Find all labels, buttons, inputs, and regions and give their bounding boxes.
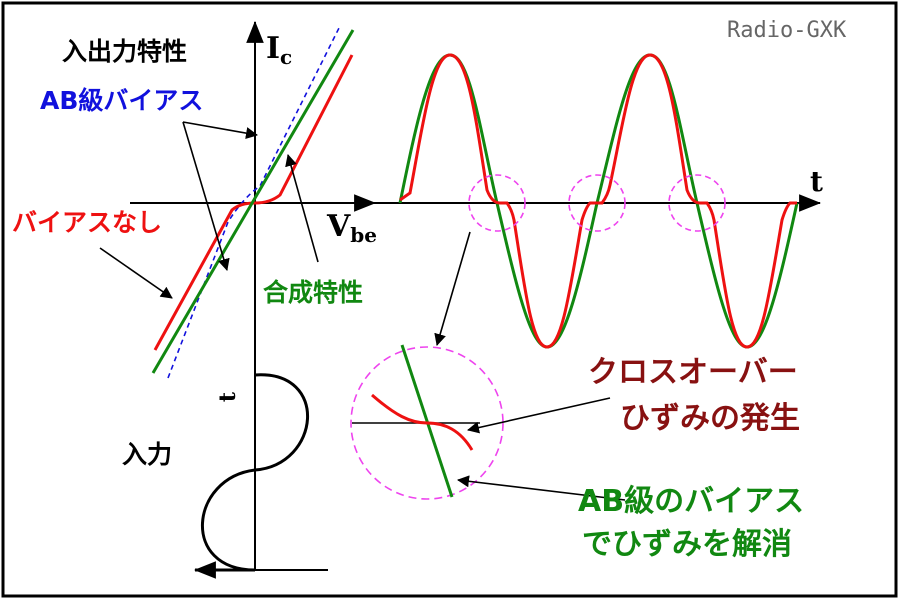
zoom-red-curve — [371, 393, 474, 451]
pointer-ab-bias-1 — [182, 121, 258, 140]
ic-sub: c — [280, 45, 293, 69]
ab-fix-label-line1: AB級のバイアス — [578, 484, 805, 519]
crossover-label-line2: ひずみの発生 — [620, 401, 800, 436]
zoom-circle — [350, 346, 504, 500]
ab-fix-label-line2: でひずみを解消 — [582, 527, 792, 562]
input-time-label: t — [215, 391, 242, 403]
output-time-label: t — [810, 165, 823, 198]
pointer-no-bias — [99, 247, 173, 299]
vbe-axis-label: Vbe — [327, 209, 377, 246]
io-characteristic-label: 入出力特性 — [62, 37, 188, 66]
no-bias-label: バイアスなし — [12, 208, 163, 237]
pointer-combined — [285, 154, 319, 263]
pointer-ab-fix — [457, 475, 626, 501]
vbe-sub: be — [350, 223, 377, 247]
combined-curve — [151, 29, 355, 374]
input-label: 入力 — [122, 440, 173, 469]
ab-bias-curve — [167, 25, 341, 379]
crossover-circle-1 — [468, 174, 526, 232]
crossover-label-line1: クロスオーバー — [588, 355, 798, 390]
output-wave-combined — [398, 53, 799, 349]
input-wave — [193, 373, 309, 579]
output-wave-distorted — [399, 53, 797, 349]
zoom-green-line — [400, 344, 454, 498]
pointer-zoom — [434, 231, 471, 346]
no-bias-curve — [153, 54, 354, 351]
ab-bias-label: AB級バイアス — [40, 86, 204, 115]
crossover-circle-2 — [568, 174, 626, 232]
ic-axis-label: Ic — [266, 31, 292, 68]
combined-label: 合成特性 — [263, 278, 364, 307]
watermark: Radio-GXK — [727, 18, 847, 43]
pointer-crossover — [467, 397, 611, 434]
vbe-main: V — [327, 209, 351, 244]
pointer-ab-bias-2 — [182, 121, 230, 271]
crossover-circle-3 — [668, 174, 726, 232]
ic-main: I — [266, 31, 281, 66]
